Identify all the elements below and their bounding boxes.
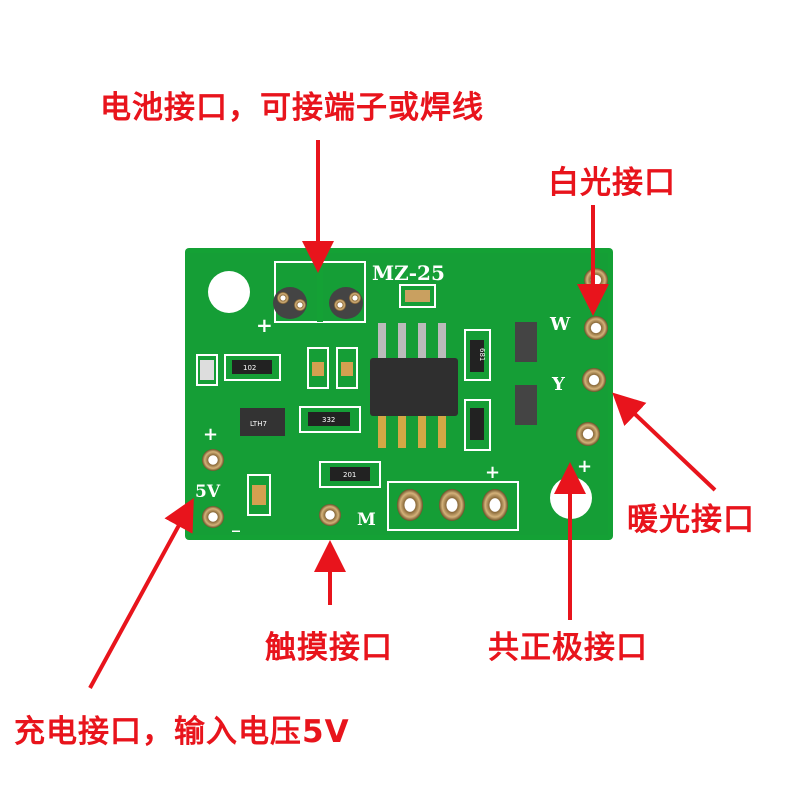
silk-plus-common: + (577, 456, 592, 477)
label-white-light: 白光接口 (548, 165, 676, 201)
resistors: 102 332 201 681 (196, 284, 491, 516)
annotation-arrows (88, 140, 717, 689)
svg-text:_: _ (232, 513, 240, 532)
label-warm-light: 暖光接口 (627, 502, 755, 538)
svg-text:201: 201 (343, 471, 356, 479)
mounting-hole (208, 271, 250, 313)
transistors: LTH7 (240, 322, 537, 436)
output-pads (202, 268, 608, 531)
svg-text:+: + (485, 462, 500, 483)
silk-model: MZ-25 (372, 261, 445, 285)
label-common-positive: 共正极接口 (488, 630, 648, 666)
silk-5v: 5V (195, 482, 221, 502)
battery-pads (273, 287, 363, 319)
arrow-warm (612, 392, 717, 492)
silk-plus-5v: + (203, 424, 218, 445)
svg-text:332: 332 (322, 416, 335, 424)
svg-text:681: 681 (478, 348, 486, 361)
silk-w: W (549, 314, 571, 335)
svg-text:LTH7: LTH7 (250, 420, 267, 428)
label-touch: 触摸接口 (265, 630, 393, 666)
label-charging: 充电接口，输入电压5V (14, 714, 350, 750)
arrow-charging (88, 497, 194, 689)
silk-y: Y (551, 374, 566, 395)
silk-plus: + (256, 313, 273, 337)
ic-chip (370, 323, 458, 448)
svg-text:102: 102 (243, 364, 256, 372)
silk-m: M (357, 510, 376, 530)
label-battery: 电池接口，可接端子或焊线 (100, 90, 484, 126)
